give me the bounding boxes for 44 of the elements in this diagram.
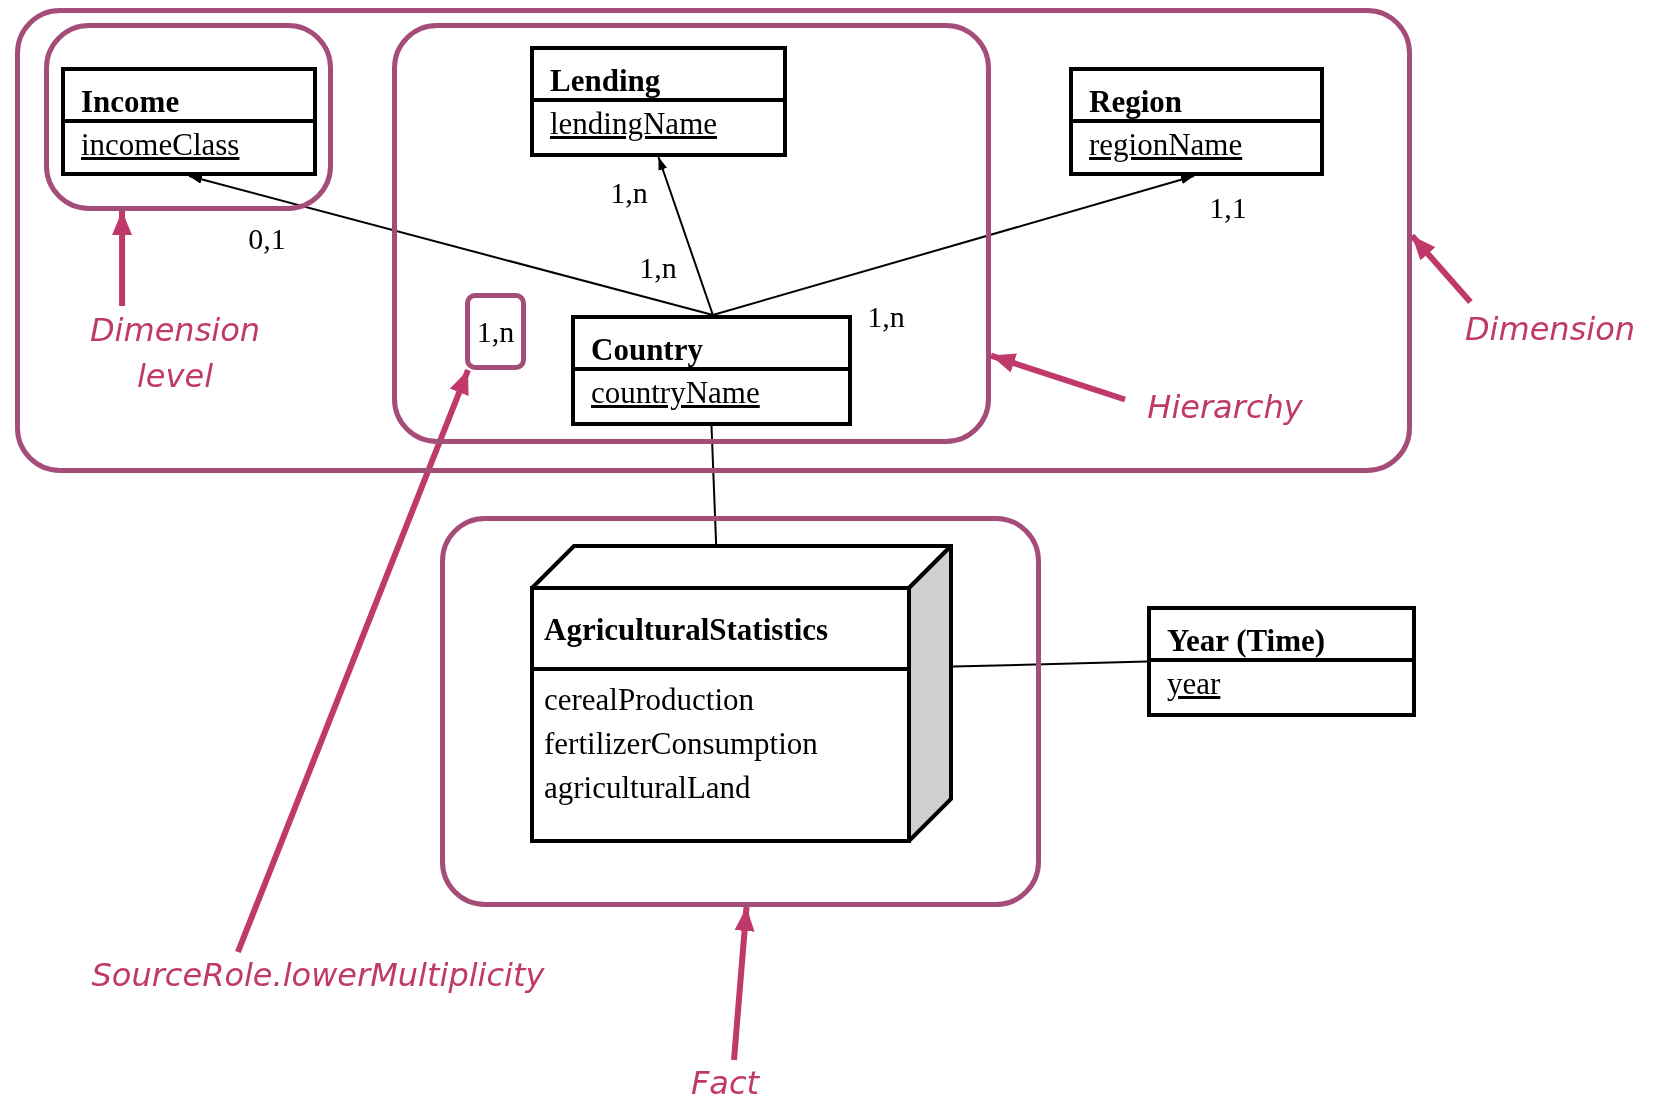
arrow xyxy=(711,174,1195,316)
connector-line xyxy=(952,660,1148,668)
pointer-arrow xyxy=(112,211,133,306)
class-box xyxy=(530,46,787,157)
pointer-arrow xyxy=(731,906,755,1061)
multiplicity-label: 1,1 xyxy=(1209,193,1247,223)
class-box xyxy=(61,67,317,176)
rounded-frame xyxy=(440,516,1041,907)
rounded-frame xyxy=(392,23,991,444)
rounded-frame xyxy=(15,8,1412,473)
multiplicity-label: 0,1 xyxy=(248,224,286,254)
attribute-name: regionName xyxy=(1089,127,1243,163)
class-name: Year (Time) xyxy=(1167,625,1326,656)
multiplicity-label: 1,n xyxy=(476,316,515,347)
arrow xyxy=(657,156,714,316)
class-name: Lending xyxy=(550,65,661,96)
class-name: Income xyxy=(81,86,180,117)
class-name: Region xyxy=(1089,86,1182,117)
attribute-name: cerealProduction xyxy=(544,681,756,719)
rounded-frame xyxy=(44,23,333,211)
attribute-name: countryName xyxy=(591,375,760,411)
class-box xyxy=(1147,606,1416,717)
attribute-name: lendingName xyxy=(550,106,717,142)
pointer-arrow xyxy=(1409,233,1473,304)
multiplicity-label: 1,n xyxy=(610,178,648,208)
class-box xyxy=(1069,67,1324,176)
class-box xyxy=(571,315,852,426)
pointer-arrow xyxy=(235,368,471,954)
pointer-arrow xyxy=(990,352,1126,403)
annotation-text: Hierarchy xyxy=(1147,387,1303,428)
multiplicity-label: 1,n xyxy=(639,253,677,283)
highlight-box xyxy=(465,293,526,370)
attribute-name: fertilizerConsumption xyxy=(544,725,818,763)
annotation-text: Dimension level xyxy=(88,310,262,397)
connector-line xyxy=(710,425,718,545)
annotation-text: SourceRole.lowerMultiplicity xyxy=(91,955,545,996)
attribute-name: agriculturalLand xyxy=(544,769,752,807)
annotation-text: Fact xyxy=(690,1063,760,1104)
attribute-name: year xyxy=(1167,666,1221,702)
attribute-name: incomeClass xyxy=(81,127,240,163)
class-name: AgriculturalStatistics xyxy=(544,612,829,647)
annotation-text: Dimension xyxy=(1464,309,1636,350)
multiplicity-label: 1,n xyxy=(867,302,905,332)
class-name: Country xyxy=(591,334,703,365)
